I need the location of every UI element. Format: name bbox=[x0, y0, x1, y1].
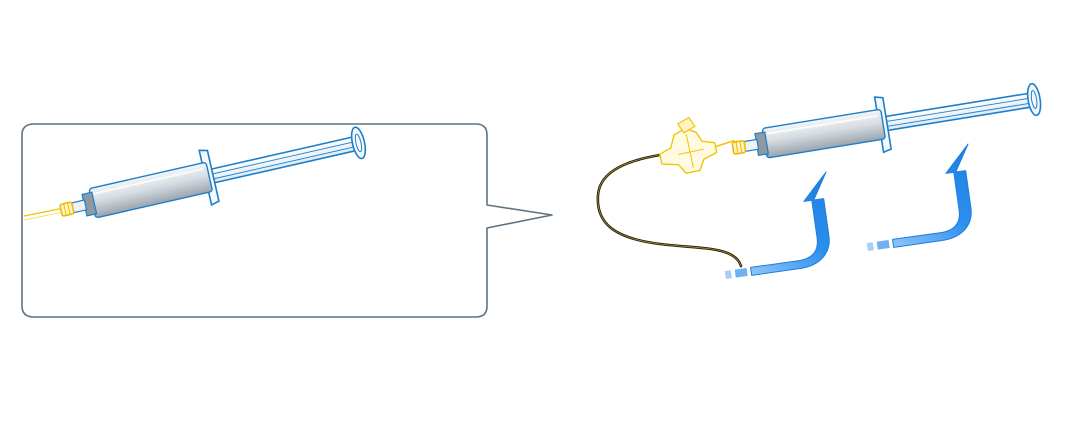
curved-up-arrow-icon bbox=[712, 171, 840, 280]
catheter-tube-icon bbox=[596, 153, 743, 268]
stopcock-valve-icon bbox=[659, 116, 735, 174]
callout-bubble bbox=[21, 123, 553, 318]
callout-needle bbox=[23, 207, 65, 221]
syringe-icon bbox=[727, 69, 1046, 177]
curved-up-arrow-icon bbox=[854, 143, 982, 252]
